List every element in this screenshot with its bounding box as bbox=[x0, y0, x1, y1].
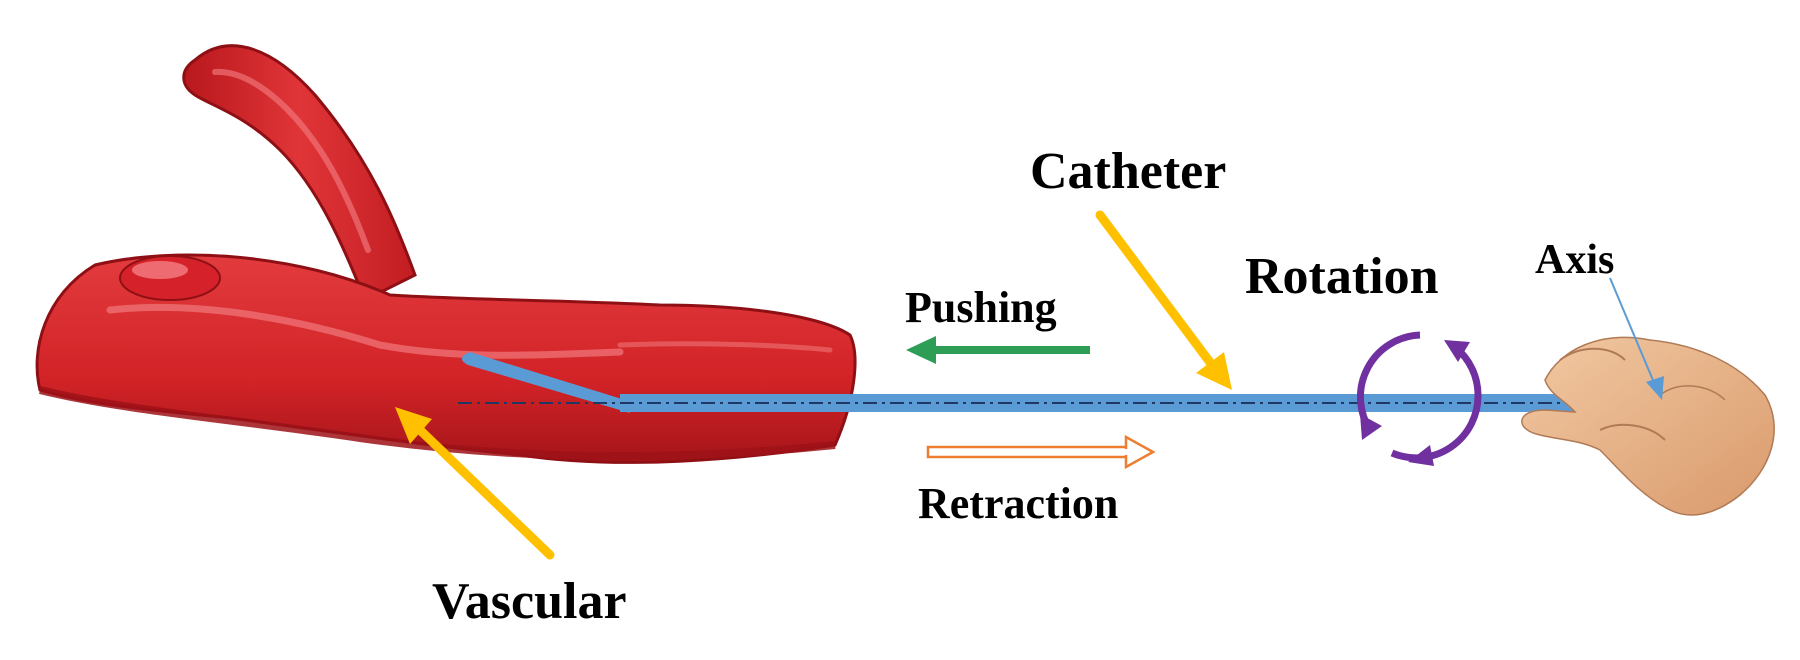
vessel-highlight-2 bbox=[617, 341, 833, 353]
vessel-highlight bbox=[106, 303, 624, 359]
rotation-label: Rotation bbox=[1245, 248, 1439, 305]
vascular-label: Vascular bbox=[432, 573, 627, 630]
catheter-shaft bbox=[620, 394, 1588, 412]
circular-rotation-arrows-icon bbox=[1357, 331, 1482, 466]
axis-label: Axis bbox=[1535, 237, 1614, 283]
pushing-label: Pushing bbox=[905, 283, 1057, 332]
retraction-label: Retraction bbox=[918, 479, 1118, 528]
vascular-pointer-arrow bbox=[395, 407, 555, 560]
pushing-arrow bbox=[906, 336, 1090, 364]
axis-pointer-arrow bbox=[1609, 277, 1664, 400]
vessel-lower-rim bbox=[39, 386, 836, 461]
vessel-branch-highlight bbox=[212, 68, 371, 253]
retraction-arrow bbox=[926, 434, 1156, 470]
catheter-tip bbox=[461, 352, 630, 413]
catheter-pointer-arrow bbox=[1095, 210, 1232, 390]
catheter bbox=[461, 352, 1588, 413]
catheter-label: Catheter bbox=[1030, 143, 1226, 200]
hand-icon bbox=[1521, 336, 1775, 516]
vessel-branch bbox=[182, 44, 417, 303]
aneurysm-highlight bbox=[132, 261, 188, 279]
